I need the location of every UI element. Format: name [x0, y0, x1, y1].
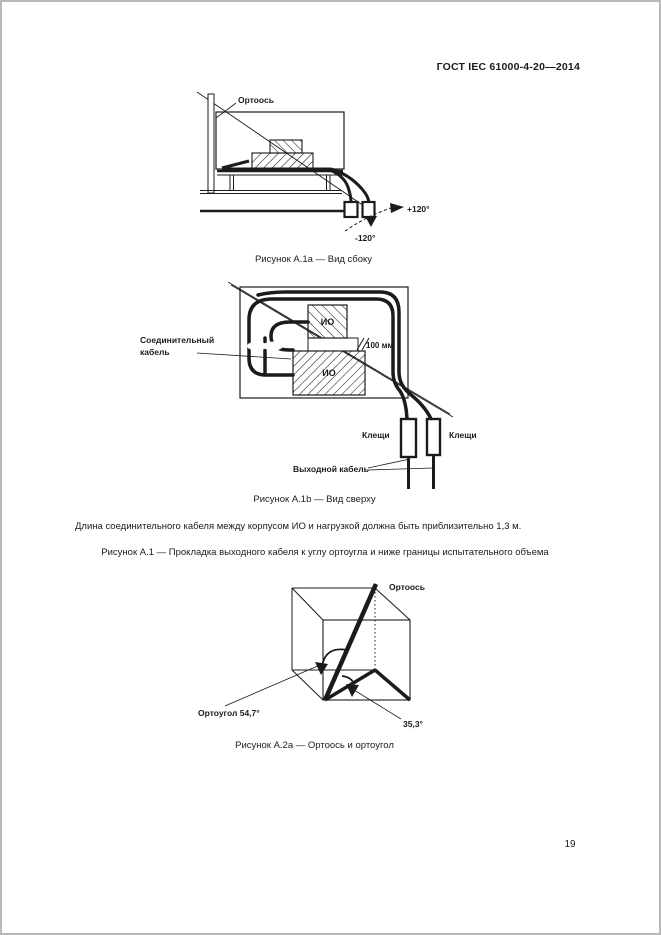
output-cable-leader-2: [367, 467, 433, 471]
note-text: Длина соединительного кабеля между корпу…: [75, 521, 522, 532]
eut-step: [307, 337, 359, 352]
figure-a2a-cube: Ортоось Ортоугол 54,7° 35,3°: [185, 578, 435, 743]
eut-box-top: [307, 304, 348, 339]
arrow-plus120-icon: [390, 203, 404, 213]
cable-loop-outer: [247, 297, 409, 421]
connecting-cable-leader: [196, 352, 292, 360]
angle35-leader: [353, 689, 402, 720]
eut-box-lower: [251, 152, 314, 171]
figure-a1b-caption: Рисунок А.1b — Вид сверху: [253, 494, 376, 505]
clamp-right: [425, 417, 442, 457]
document-header: ГОСТ IEC 61000-4-20—2014: [436, 61, 580, 73]
figure-a1b-top-view: Соединительный кабель ИО ИО 100 мм Клещи…: [140, 281, 485, 502]
figure-a2a-caption: Рисунок А.2а — Ортоось и ортоугол: [235, 740, 394, 751]
rotation-arc: [344, 207, 392, 232]
orthoaxis-leader: [215, 102, 237, 119]
cable-loop-inner: [269, 320, 310, 352]
cable-drop-right: [330, 167, 371, 203]
clamp-right: [361, 200, 376, 219]
clamp-left: [399, 417, 418, 459]
connecting-cable-label-1: Соединительный: [140, 335, 214, 345]
minus120-label: -120°: [355, 233, 376, 243]
angle35-label: 35,3°: [403, 719, 424, 729]
antenna-mast: [207, 93, 215, 194]
output-cable: [221, 159, 331, 171]
table: [200, 169, 343, 194]
orthoangle-arrow-icon: [315, 662, 328, 675]
orthoangle-leader: [224, 664, 321, 707]
floor-diagonal-2: [373, 668, 412, 702]
eut-top-label: ИО: [321, 317, 334, 327]
output-cable-leader-1: [367, 458, 411, 469]
test-volume-boundary: [239, 286, 409, 399]
orthoaxis-label: Ортоось: [238, 95, 274, 105]
eut-box-upper: [269, 139, 303, 154]
figure-a2a-drawing: Ортоось Ортоугол 54,7° 35,3°: [198, 582, 425, 729]
cable-loop-second: [256, 290, 433, 421]
figure-a1a-caption: Рисунок А.1а — Вид сбоку: [254, 254, 373, 265]
clamp-left: [343, 200, 359, 219]
output-cable-label: Выходной кабель: [293, 464, 369, 474]
cable-drop-left: [324, 167, 353, 203]
dimension-tick-2: [361, 337, 370, 351]
figure-a1b-drawing: Соединительный кабель ИО ИО 100 мм Клещи…: [140, 281, 477, 489]
page-number: 19: [564, 839, 576, 850]
dimension-tick-1: [356, 337, 365, 351]
orthoaxis-label: Ортоось: [389, 582, 425, 592]
cube-back-face: [291, 587, 376, 671]
figure-a1-caption: Рисунок А.1 — Прокладка выходного кабеля…: [101, 547, 549, 558]
orthoangle-label: Ортоугол 54,7°: [198, 708, 260, 718]
clamp-left-label: Клещи: [362, 430, 390, 440]
angle35-arrow-icon: [346, 684, 359, 697]
orthoaxis-line: [322, 583, 379, 701]
clamp-right-label: Клещи: [449, 430, 477, 440]
arrow-minus120-icon: [365, 216, 377, 227]
eut-box-bottom: [292, 350, 366, 396]
dimension-label: 100 мм: [366, 341, 393, 350]
connecting-cable-label-2: кабель: [140, 347, 170, 357]
figure-a1a-side-view: Ортоось +120° -120°: [185, 85, 455, 250]
cable-connector: [247, 341, 283, 351]
plus120-label: +120°: [407, 204, 430, 214]
eut-bottom-label: ИО: [322, 368, 335, 378]
figure-a1a-drawing: Ортоось +120° -120°: [196, 91, 430, 243]
